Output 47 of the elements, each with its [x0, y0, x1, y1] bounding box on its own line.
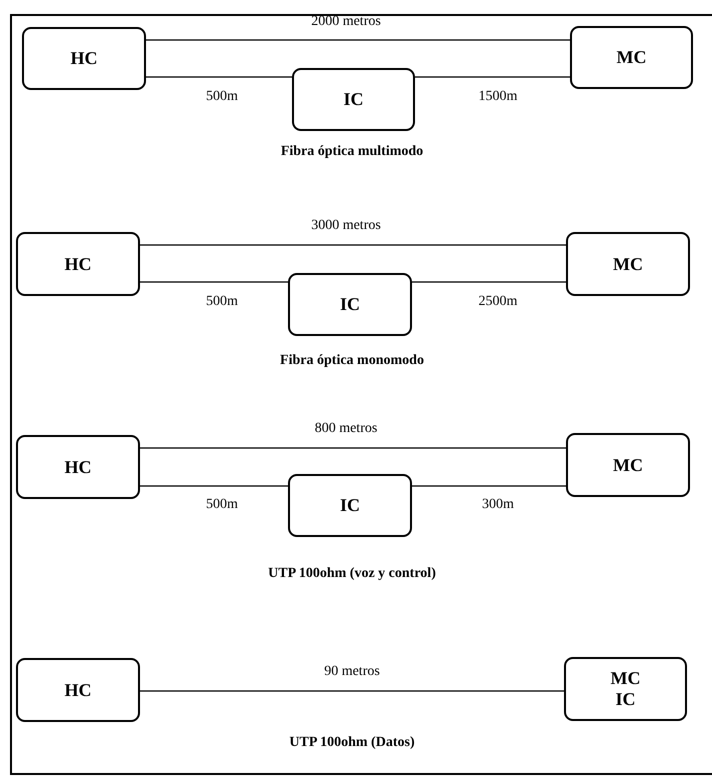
- node-label: MC: [613, 454, 643, 476]
- rounded-box: [22, 27, 146, 90]
- distance-label: 500m: [206, 294, 238, 310]
- rounded-box: [288, 273, 412, 336]
- rounded-box: [566, 232, 690, 296]
- rounded-box: [564, 657, 687, 721]
- connector-line: [140, 690, 564, 692]
- connector-line: [412, 485, 566, 487]
- distance-label: 90 metros: [324, 664, 380, 680]
- distance-label: 2500m: [478, 294, 518, 310]
- distance-label: 500m: [206, 89, 238, 105]
- node-label: MC: [613, 254, 643, 274]
- distance-label: 300m: [482, 497, 514, 513]
- node-label: HC: [70, 48, 98, 69]
- section-caption: UTP 100ohm (Datos): [289, 735, 415, 751]
- rounded-box: [566, 433, 690, 497]
- rounded-box: [16, 435, 140, 499]
- connector-line: [140, 447, 566, 449]
- rounded-box: [292, 68, 415, 131]
- section-caption: Fibra óptica monomodo: [280, 353, 424, 369]
- distance-label: 3000 metros: [311, 218, 381, 234]
- node-label: IC: [340, 294, 360, 315]
- node-label: IC: [340, 495, 360, 516]
- distance-label: 1500m: [478, 89, 518, 105]
- rounded-box: [16, 658, 140, 722]
- distance-label: 800 metros: [314, 421, 378, 437]
- node-label: MC: [616, 47, 646, 68]
- node-label: IC: [343, 89, 364, 110]
- connector-line: [146, 39, 570, 41]
- rounded-box: [16, 232, 140, 296]
- connector-line: [415, 76, 570, 78]
- rounded-box: [288, 474, 412, 537]
- node-label: HC: [64, 680, 92, 700]
- connector-line: [412, 281, 566, 283]
- node-label: HC: [64, 254, 92, 274]
- node-label: MC: [610, 668, 640, 689]
- rounded-box: [570, 26, 693, 89]
- node-label: IC: [615, 689, 636, 710]
- section-caption: Fibra óptica multimodo: [280, 144, 424, 160]
- distance-label: 2000 metros: [311, 14, 381, 30]
- connector-line: [140, 281, 288, 283]
- connector-line: [140, 485, 288, 487]
- distance-label: 500m: [206, 497, 238, 513]
- connector-line: [146, 76, 292, 78]
- node-label: HC: [64, 456, 92, 478]
- connector-line: [140, 244, 566, 246]
- section-caption: UTP 100ohm (voz y control): [268, 566, 436, 582]
